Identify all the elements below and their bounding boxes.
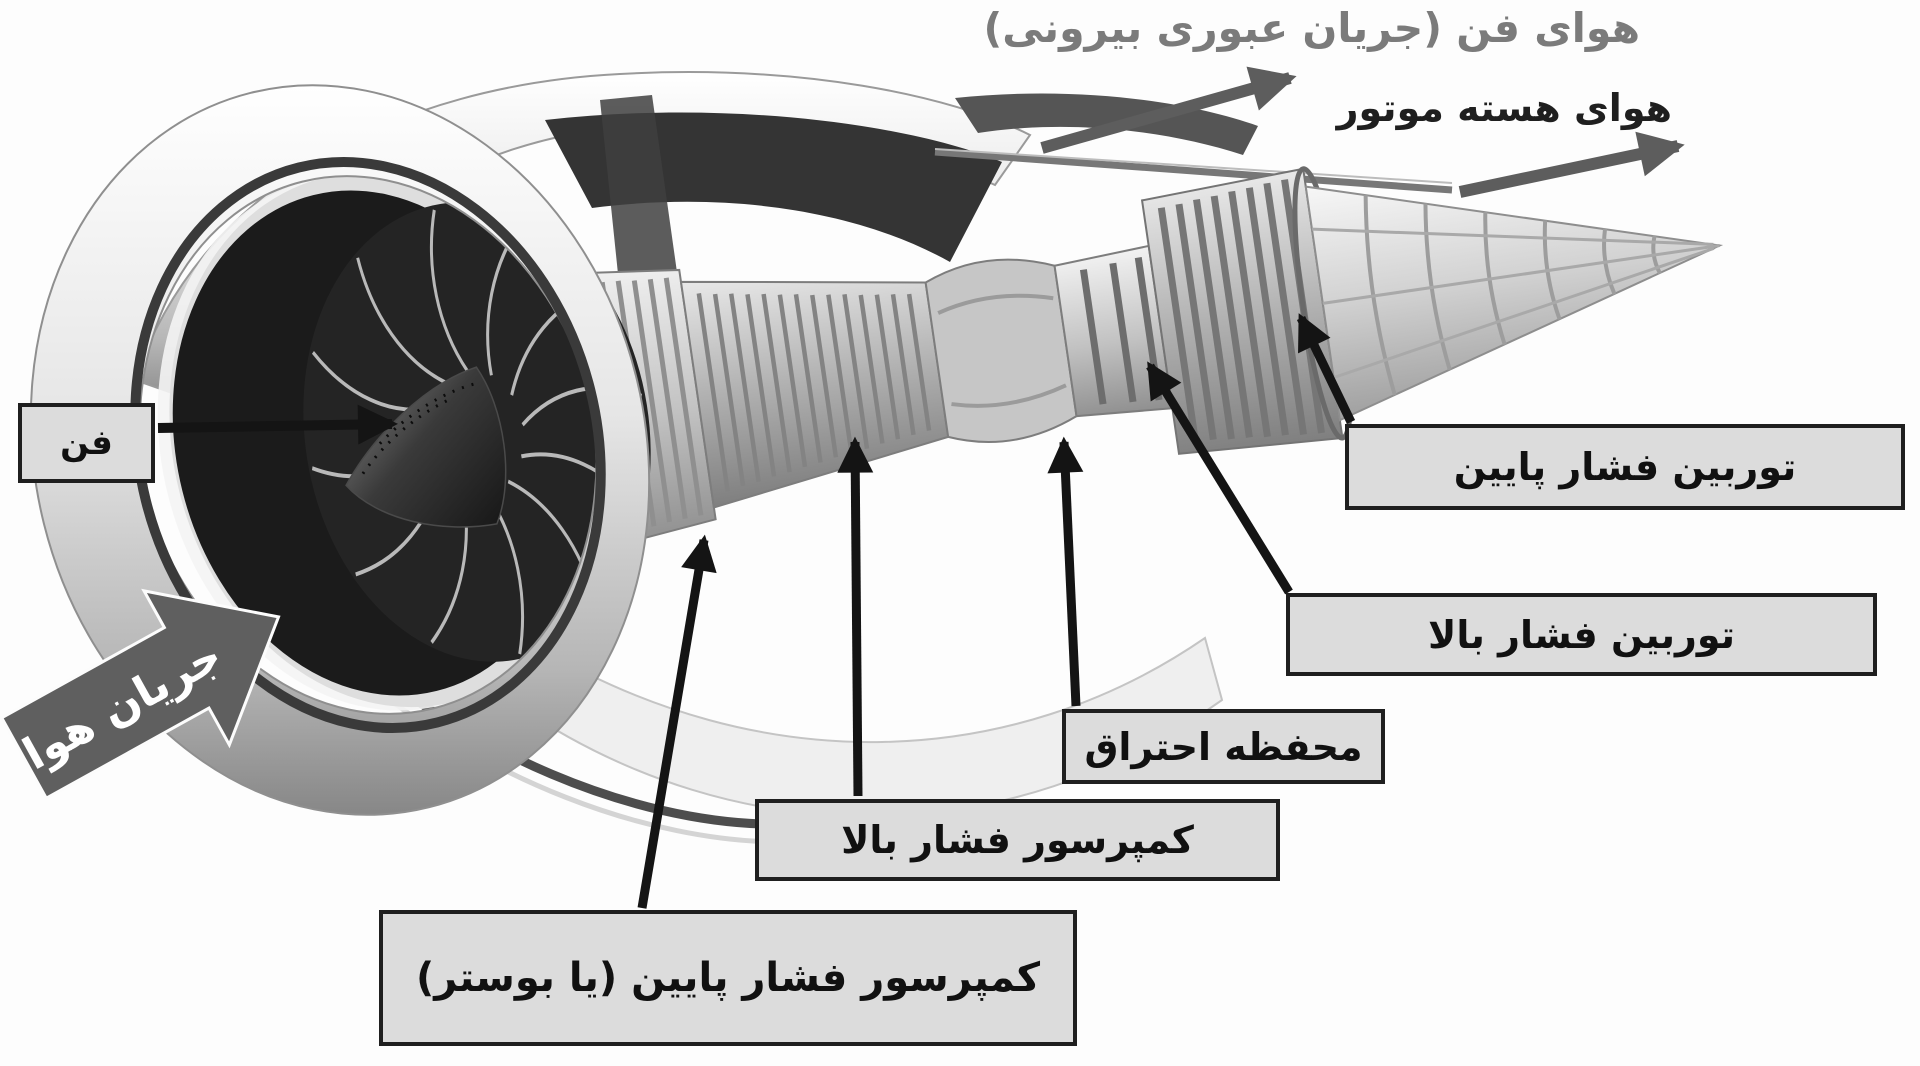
pointer-arrow-lpc xyxy=(637,534,717,909)
flow-arrows xyxy=(1040,66,1685,198)
label-fan: فن xyxy=(60,423,113,463)
label-box-combustion-chamber: محفظه احتراق xyxy=(1062,709,1385,784)
label-box-high-pressure-compressor: کمپرسور فشار بالا xyxy=(755,799,1280,881)
fan-air-arrow xyxy=(1040,66,1297,154)
label-high-pressure-compressor: کمپرسور فشار بالا xyxy=(841,818,1194,862)
fan-air-flow-label: هوای فن (جریان عبوری بیرونی) xyxy=(983,4,1640,52)
label-box-fan: فن xyxy=(18,403,155,483)
pointer-arrow-combustor xyxy=(1047,436,1084,707)
label-box-low-pressure-turbine: توربین فشار پایین xyxy=(1345,424,1905,510)
pointer-arrows xyxy=(157,313,1356,909)
label-high-pressure-turbine: توربین فشار بالا xyxy=(1428,612,1735,657)
core-air-arrow xyxy=(1458,131,1685,198)
spinner-cone xyxy=(345,366,507,528)
pointer-arrow-lpt xyxy=(1296,313,1356,424)
pointer-arrow-hpt xyxy=(1146,361,1293,595)
pointer-arrow-hpc xyxy=(837,436,874,797)
label-box-low-pressure-compressor: کمپرسور فشار پایین (یا بوستر) xyxy=(379,910,1077,1046)
pointer-arrow-fan xyxy=(157,404,398,445)
label-low-pressure-turbine: توربین فشار پایین xyxy=(1453,445,1797,489)
label-box-high-pressure-turbine: توربین فشار بالا xyxy=(1286,593,1877,676)
label-low-pressure-compressor: کمپرسور فشار پایین (یا بوستر) xyxy=(416,955,1041,1001)
label-combustion-chamber: محفظه احتراق xyxy=(1084,724,1363,769)
core-air-flow-label: هوای هسته موتور xyxy=(1336,86,1672,130)
engine-body xyxy=(29,71,1724,845)
